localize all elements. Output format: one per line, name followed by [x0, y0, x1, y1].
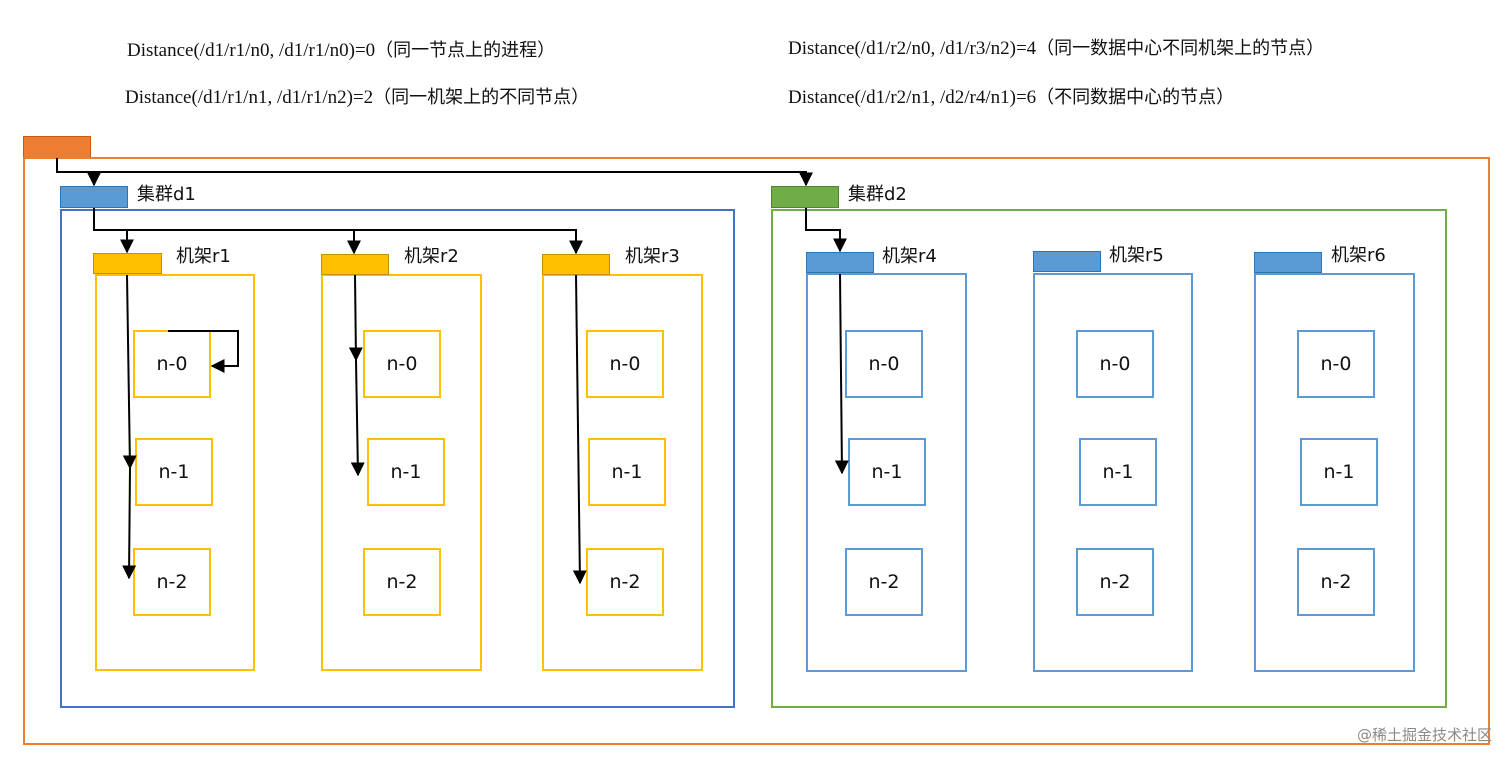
formula-expr: Distance(/d1/r2/n1, /d2/r4/n1)=6 — [788, 87, 1037, 108]
arrow-r2-to-n0 — [348, 274, 363, 362]
node-r1-n1: n-1 — [135, 438, 213, 506]
rack-r2-tab — [321, 254, 389, 275]
rack-r6-label: 机架r6 — [1331, 245, 1386, 266]
formula-expr: Distance(/d1/r1/n0, /d1/r1/n0)=0 — [127, 40, 376, 61]
arrow-d1-to-r3 — [354, 229, 583, 255]
node-r4-n1: n-1 — [848, 438, 926, 506]
node-r3-n2: n-2 — [586, 548, 664, 616]
root-container — [23, 157, 1490, 745]
arrow-d2-to-r4 — [805, 208, 847, 253]
node-r5-n1: n-1 — [1079, 438, 1157, 506]
formula-note: （不同数据中心的节点） — [1036, 87, 1235, 108]
rack-r1 — [95, 274, 255, 671]
arrow-r1-n0-self — [168, 330, 239, 373]
cluster-d1 — [60, 209, 735, 708]
rack-r5-tab — [1033, 251, 1101, 272]
arrow-root-to-d2 — [94, 171, 813, 187]
arrow-d1-to-r1 — [93, 208, 134, 254]
node-r6-n1: n-1 — [1300, 438, 1378, 506]
arrow-r2-to-n1 — [350, 359, 365, 477]
arrow-r3-to-n2 — [572, 274, 587, 585]
rack-r2-label: 机架r2 — [404, 246, 459, 267]
cluster-d2-label: 集群d2 — [848, 184, 907, 205]
node-r5-n0: n-0 — [1076, 330, 1154, 398]
rack-r3-label: 机架r3 — [625, 246, 680, 267]
rack-r5-label: 机架r5 — [1109, 245, 1164, 266]
rack-r3-tab — [542, 254, 610, 275]
node-r2-n1: n-1 — [367, 438, 445, 506]
rack-r1-label: 机架r1 — [176, 246, 231, 267]
formula-note: （同一数据中心不同机架上的节点） — [1036, 38, 1325, 59]
formula-note: （同一机架上的不同节点） — [373, 87, 590, 108]
rack-r6-tab — [1254, 252, 1322, 273]
node-r4-n0: n-0 — [845, 330, 923, 398]
rack-r1-tab — [93, 253, 162, 274]
node-r2-n0: n-0 — [363, 330, 441, 398]
cluster-d1-label: 集群d1 — [137, 184, 196, 205]
node-r5-n2: n-2 — [1076, 548, 1154, 616]
formula-distance-2: Distance(/d1/r1/n1, /d1/r1/n2)=2（同一机架上的不… — [125, 83, 589, 109]
rack-r5 — [1033, 273, 1193, 672]
node-r3-n1: n-1 — [588, 438, 666, 506]
rack-r3 — [542, 274, 703, 671]
cluster-d1-tab — [60, 186, 128, 208]
formula-distance-0: Distance(/d1/r1/n0, /d1/r1/n0)=0（同一节点上的进… — [127, 36, 555, 62]
cluster-d2-tab — [771, 186, 839, 208]
rack-r4-tab — [806, 252, 874, 273]
cluster-d2 — [771, 209, 1447, 708]
node-r4-n2: n-2 — [845, 548, 923, 616]
node-r2-n2: n-2 — [363, 548, 441, 616]
arrow-root-to-d1 — [56, 158, 101, 187]
node-r1-n2: n-2 — [133, 548, 211, 616]
node-r6-n0: n-0 — [1297, 330, 1375, 398]
formula-expr: Distance(/d1/r1/n1, /d1/r1/n2)=2 — [125, 87, 374, 108]
node-r3-n0: n-0 — [586, 330, 664, 398]
watermark: @稀土掘金技术社区 — [1356, 726, 1492, 744]
node-r6-n2: n-2 — [1297, 548, 1375, 616]
arrow-r1-to-n1 — [122, 274, 137, 470]
formula-distance-4: Distance(/d1/r2/n0, /d1/r3/n2)=4（同一数据中心不… — [788, 34, 1324, 60]
rack-r4 — [806, 273, 967, 672]
rack-r6 — [1254, 273, 1415, 672]
rack-r4-label: 机架r4 — [882, 246, 937, 267]
arrow-d1-to-r2 — [127, 229, 361, 255]
arrow-r1-to-n2 — [122, 467, 137, 580]
rack-r2 — [321, 274, 482, 671]
formula-expr: Distance(/d1/r2/n0, /d1/r3/n2)=4 — [788, 38, 1037, 59]
formula-note: （同一节点上的进程） — [375, 40, 556, 61]
formula-distance-6: Distance(/d1/r2/n1, /d2/r4/n1)=6（不同数据中心的… — [788, 83, 1234, 109]
arrow-r4-to-n1 — [834, 273, 849, 475]
